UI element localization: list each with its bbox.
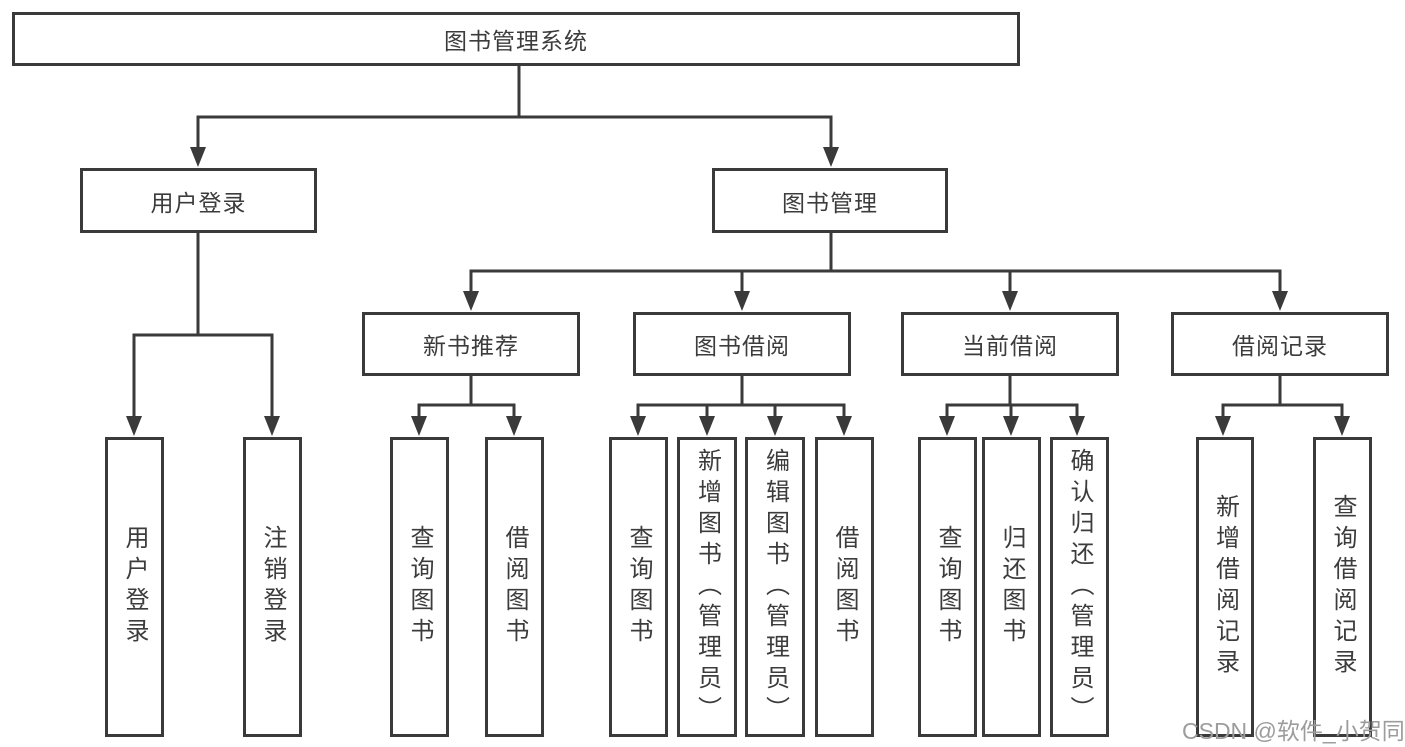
leaf-query-books-2-label: 查询图书 — [625, 525, 652, 649]
leaf-edit-books-admin-label: 编辑图书（管理员） — [761, 447, 789, 727]
leaf-user-login: 用户登录 — [105, 437, 164, 737]
leaf-borrow-books-1-label: 借阅图书 — [501, 525, 528, 649]
node-user-login: 用户登录 — [80, 168, 317, 233]
connector-current-borrow-to-leaves — [939, 376, 1085, 436]
node-book-borrow-label: 图书借阅 — [694, 333, 790, 359]
leaf-logout: 注销登录 — [243, 437, 302, 737]
node-user-login-label: 用户登录 — [150, 189, 247, 216]
node-root-system: 图书管理系统 — [12, 12, 1020, 66]
csdn-watermark: CSDN @软件_小贺同学 — [1182, 718, 1405, 744]
leaf-borrow-books-2: 借阅图书 — [815, 437, 874, 737]
leaf-logout-label: 注销登录 — [259, 525, 286, 649]
leaf-borrow-books-2-label: 借阅图书 — [831, 525, 858, 649]
leaf-confirm-return-admin: 确认归还（管理员） — [1050, 437, 1109, 737]
leaf-add-borrow-record-label: 新增借阅记录 — [1211, 494, 1239, 680]
leaf-query-borrow-record-label: 查询借阅记录 — [1329, 494, 1356, 680]
leaf-query-books-2: 查询图书 — [609, 437, 668, 737]
leaf-add-borrow-record: 新增借阅记录 — [1196, 437, 1254, 737]
connector-book-mgmt-to-level3 — [463, 233, 1288, 311]
leaf-add-books-admin: 新增图书（管理员） — [677, 437, 737, 737]
leaf-return-books: 归还图书 — [982, 437, 1041, 737]
leaf-user-login-label: 用户登录 — [121, 525, 148, 649]
leaf-confirm-return-admin-label: 确认归还（管理员） — [1066, 447, 1093, 727]
leaf-return-books-label: 归还图书 — [998, 525, 1025, 649]
connector-borrow-records-to-leaves — [1215, 376, 1350, 436]
node-borrow-records: 借阅记录 — [1171, 312, 1389, 376]
node-borrow-records-label: 借阅记录 — [1232, 333, 1328, 359]
connector-new-book-rec-to-leaves — [411, 376, 522, 436]
node-current-borrow: 当前借阅 — [901, 312, 1119, 376]
node-new-book-rec: 新书推荐 — [362, 312, 580, 376]
connector-book-borrow-to-leaves — [630, 376, 852, 436]
node-current-borrow-label: 当前借阅 — [962, 333, 1058, 359]
connector-user-login-to-leaves — [126, 233, 280, 436]
leaf-add-books-admin-label: 新增图书（管理员） — [693, 447, 721, 727]
leaf-query-books-3-label: 查询图书 — [934, 525, 961, 649]
node-book-borrow: 图书借阅 — [633, 312, 851, 376]
leaf-query-books-1: 查询图书 — [390, 437, 449, 737]
node-root-label: 图书管理系统 — [444, 28, 588, 54]
node-new-book-rec-label: 新书推荐 — [423, 333, 519, 359]
node-book-mgmt-label: 图书管理 — [782, 189, 878, 216]
leaf-edit-books-admin: 编辑图书（管理员） — [745, 437, 805, 737]
leaf-query-borrow-record: 查询借阅记录 — [1313, 437, 1372, 737]
connector-root-to-level2 — [190, 66, 839, 167]
leaf-query-books-3: 查询图书 — [918, 437, 977, 737]
node-book-mgmt: 图书管理 — [712, 168, 948, 233]
leaf-query-books-1-label: 查询图书 — [406, 525, 433, 649]
leaf-borrow-books-1: 借阅图书 — [485, 437, 544, 737]
